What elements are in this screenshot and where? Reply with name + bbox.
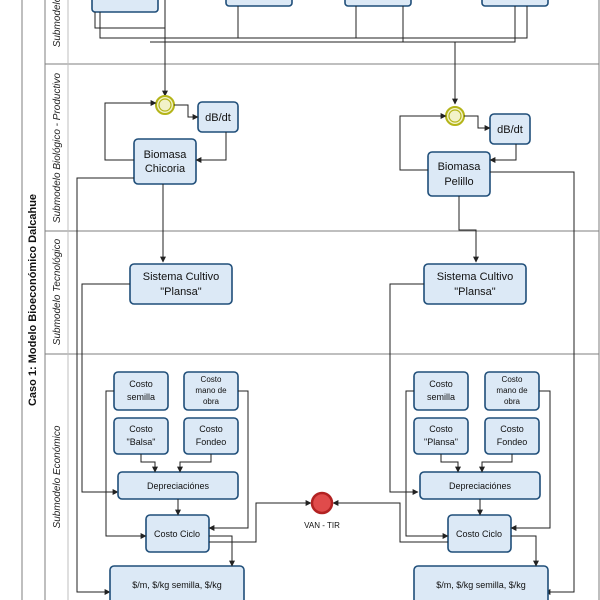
right-costo-semilla-task[interactable]: [413, 371, 469, 411]
top-task-2[interactable]: [225, 0, 293, 7]
left-dbdt-label: dB/dt: [205, 112, 231, 124]
left-costo-mano-1: Costo: [201, 375, 222, 384]
right-costo-mano-1: Costo: [502, 375, 523, 384]
left-costo-mano-2: mano de: [195, 386, 227, 395]
right-costo-plansa-2: "Plansa": [424, 437, 458, 447]
left-eco-connectors: [105, 390, 312, 567]
top-task-3[interactable]: [344, 0, 412, 7]
lane-label-economico: Submodelo Económico: [52, 425, 63, 528]
right-costo-ciclo-label: Costo Ciclo: [456, 529, 502, 539]
left-biomasa-label-1: Biomasa: [144, 149, 188, 161]
right-sistema-task[interactable]: [423, 263, 527, 305]
right-costo-mano-2: mano de: [496, 386, 528, 395]
right-depreciaciones-label: Depreciaciónes: [449, 481, 512, 491]
left-costo-fondeo-2: Fondeo: [196, 437, 227, 447]
right-biomasa-label-2: Pelillo: [444, 176, 473, 188]
top-connectors: [94, 0, 528, 105]
left-costo-semilla-1: Costo: [129, 379, 153, 389]
right-costo-mano-3: obra: [504, 397, 521, 406]
right-sistema-label-1: Sistema Cultivo: [437, 271, 513, 283]
right-biomasa-label-1: Biomasa: [438, 161, 482, 173]
left-costo-fondeo-1: Costo: [199, 424, 223, 434]
left-output-label: $/m, $/kg semilla, $/kg: [132, 580, 222, 590]
left-costo-ciclo-label: Costo Ciclo: [154, 529, 200, 539]
end-event-label: VAN - TIR: [304, 521, 340, 530]
right-bio-connectors: [399, 113, 575, 595]
left-costo-balsa-2: "Balsa": [127, 437, 156, 447]
lane-label-top: Submodelo: [52, 0, 63, 47]
right-sistema-label-2: "Plansa": [454, 286, 496, 298]
left-output-task[interactable]: [109, 565, 245, 600]
right-biomasa-task[interactable]: [427, 151, 491, 197]
right-dbdt-label: dB/dt: [497, 124, 523, 136]
right-costo-semilla-2: semilla: [427, 392, 455, 402]
left-costo-mano-3: obra: [203, 397, 220, 406]
left-sistema-label-2: "Plansa": [160, 286, 202, 298]
right-output-task[interactable]: [413, 565, 549, 600]
end-event[interactable]: [310, 491, 334, 515]
tech-connectors: [81, 283, 424, 495]
right-costo-plansa-1: Costo: [429, 424, 453, 434]
left-bio-connectors: [76, 100, 227, 595]
lane-label-biologico: Submodelo Biológico - Productivo: [52, 73, 63, 224]
left-biomasa-task[interactable]: [133, 138, 197, 185]
right-costo-fondeo-2: Fondeo: [497, 437, 528, 447]
left-costo-balsa-1: Costo: [129, 424, 153, 434]
top-task-4[interactable]: [481, 0, 549, 7]
left-depreciaciones-label: Depreciaciónes: [147, 481, 210, 491]
top-task-1[interactable]: [91, 0, 159, 13]
pool-title: Caso 1: Modelo Bioeconómico Dalcahue: [27, 194, 39, 406]
left-biomasa-label-2: Chicoria: [145, 163, 186, 175]
pool-frame: [21, 0, 600, 600]
left-sistema-label-1: Sistema Cultivo: [143, 271, 219, 283]
lane-label-tecnologico: Submodelo Tecnológico: [52, 238, 63, 345]
left-sistema-task[interactable]: [129, 263, 233, 305]
right-output-label: $/m, $/kg semilla, $/kg: [436, 580, 526, 590]
right-eco-connectors: [332, 390, 551, 567]
left-costo-semilla-task[interactable]: [113, 371, 169, 411]
right-costo-fondeo-1: Costo: [500, 424, 524, 434]
left-gateway-inner: [158, 98, 172, 112]
right-gateway-inner: [448, 109, 462, 123]
right-costo-semilla-1: Costo: [429, 379, 453, 389]
left-costo-semilla-2: semilla: [127, 392, 155, 402]
